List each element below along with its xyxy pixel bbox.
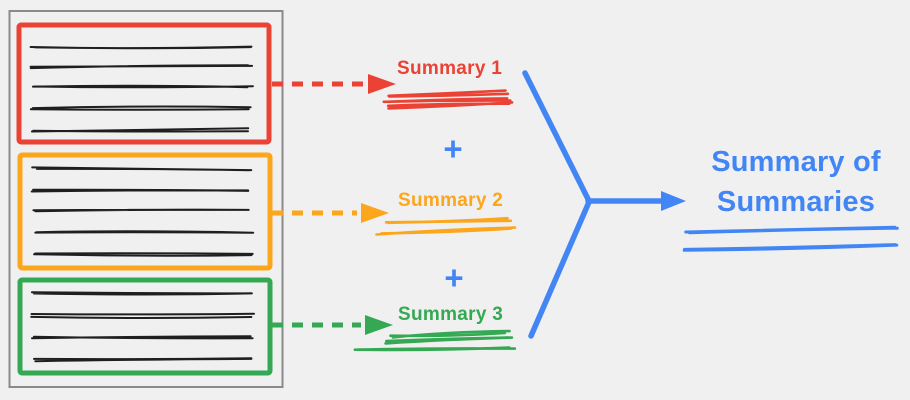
chunk-3-text-lines <box>30 291 255 363</box>
scribble-line <box>29 105 252 111</box>
scribble-line <box>29 64 254 70</box>
scribble-line <box>684 225 899 235</box>
summary-2-scribble <box>375 216 517 236</box>
scribble-line <box>31 84 254 89</box>
scribble-line <box>32 208 250 213</box>
scribble-line <box>682 243 899 252</box>
chunk-2-arrow-head-icon <box>361 203 389 223</box>
summary-3-scribble <box>353 329 517 352</box>
scribble-line <box>389 329 511 339</box>
summary-3-label: Summary 3 <box>398 304 504 325</box>
plus-sign-2: + <box>444 259 464 296</box>
chunk-3-box <box>17 277 273 376</box>
scribble-line <box>31 166 253 172</box>
merge-line-bottom <box>528 199 592 339</box>
scribble-line <box>382 97 512 104</box>
summary-1-scribble <box>382 89 514 110</box>
scribble-line <box>30 188 250 193</box>
scribble-line <box>30 291 253 296</box>
scribble-line <box>31 335 254 340</box>
scribble-line <box>30 127 250 133</box>
plus-sign-1: + <box>443 130 463 167</box>
summary-1-label: Summary 1 <box>397 58 503 79</box>
scribble-line <box>386 101 514 110</box>
scribble-line <box>384 336 514 345</box>
final-summary-scribble <box>682 225 899 252</box>
scribble-line <box>387 89 510 98</box>
scribble-line <box>375 226 517 236</box>
scribble-line <box>384 216 512 225</box>
chunk-1-text-lines <box>29 45 254 133</box>
scribble-line <box>353 346 517 352</box>
scribble-line <box>33 252 254 257</box>
chunk-2-text-lines <box>30 166 255 257</box>
source-document <box>8 10 284 388</box>
merge-line-top <box>522 70 592 204</box>
chunk-2-box <box>17 152 273 271</box>
chunk-1-box <box>16 22 272 145</box>
summary-2-label: Summary 2 <box>398 190 504 211</box>
chunk-3-arrow-head-icon <box>365 315 393 335</box>
scribble-line <box>34 230 255 234</box>
chunk-1-arrow-head-icon <box>368 74 396 94</box>
scribble-line <box>33 357 253 363</box>
merge-arrow-head-icon <box>661 191 686 211</box>
scribble-line <box>29 45 253 50</box>
final-summary-label: Summary of Summaries <box>711 146 881 218</box>
scribble-line <box>30 312 255 319</box>
